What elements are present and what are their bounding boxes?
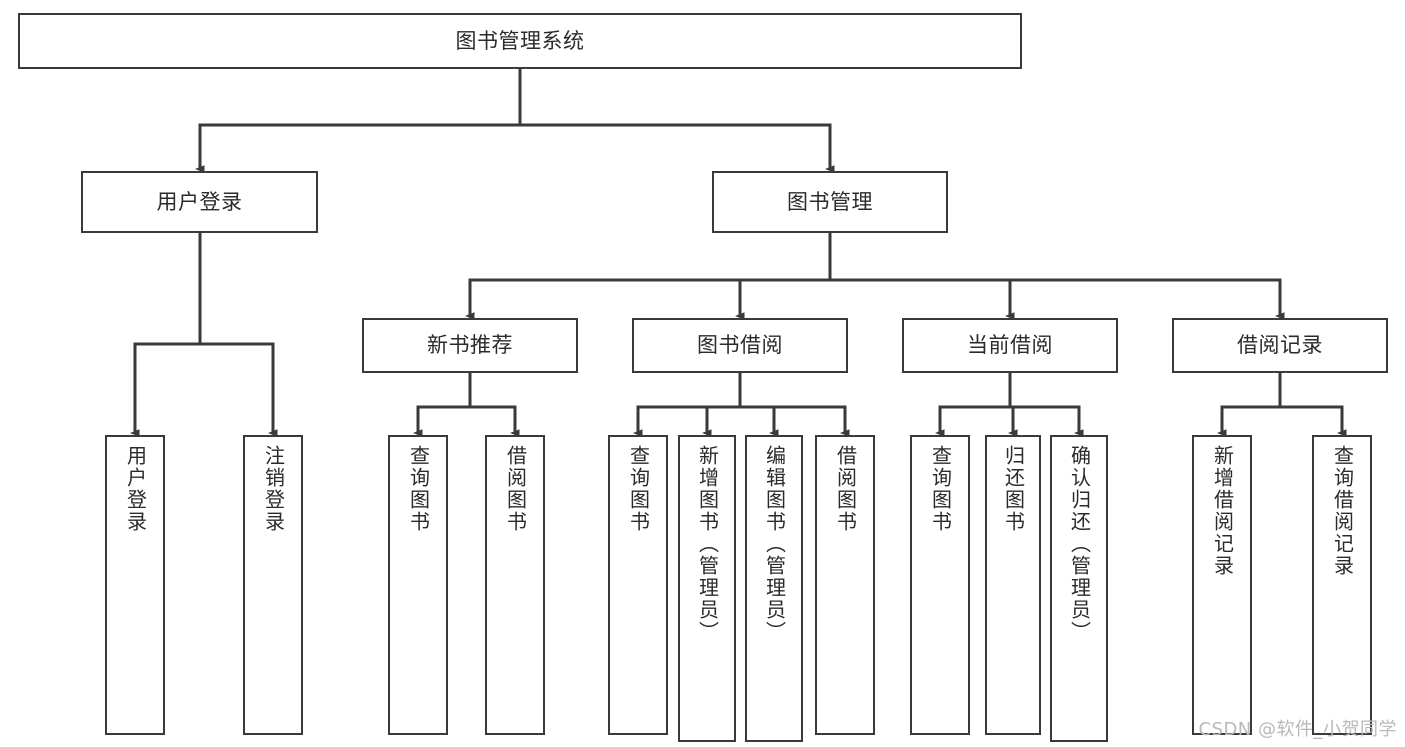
node-l-confirm-return[interactable]: 确认归还（管理员） — [1050, 435, 1108, 742]
node-label: 新增图书（管理员） — [695, 445, 720, 643]
connector-line — [195, 123, 520, 173]
connector-line — [1008, 405, 1018, 437]
node-label: 借阅记录 — [1237, 333, 1323, 358]
connector-group — [130, 69, 1347, 437]
connector-line — [702, 405, 740, 437]
node-n-new-book-rec[interactable]: 新书推荐 — [362, 318, 578, 373]
connector-line — [633, 405, 740, 437]
connector-line — [1010, 405, 1084, 437]
connector-line — [200, 342, 278, 437]
node-l-query-book-3[interactable]: 查询图书 — [910, 435, 970, 735]
node-label: 编辑图书（管理员） — [762, 445, 787, 643]
node-l-query-book-2[interactable]: 查询图书 — [608, 435, 668, 735]
connector-line — [740, 405, 850, 437]
node-n-current-borrow[interactable]: 当前借阅 — [902, 318, 1118, 373]
node-l-user-login[interactable]: 用户登录 — [105, 435, 165, 735]
node-label: 查询借阅记录 — [1330, 445, 1355, 577]
node-l-edit-book[interactable]: 编辑图书（管理员） — [745, 435, 803, 742]
node-label: 当前借阅 — [967, 333, 1053, 358]
node-l-add-book[interactable]: 新增图书（管理员） — [678, 435, 736, 742]
connector-line — [465, 278, 830, 320]
node-n-book-manage[interactable]: 图书管理 — [712, 171, 948, 233]
node-label: 借阅图书 — [503, 445, 528, 533]
node-l-query-record[interactable]: 查询借阅记录 — [1312, 435, 1372, 735]
node-l-logout[interactable]: 注销登录 — [243, 435, 303, 735]
connector-line — [470, 405, 520, 437]
node-label: 归还图书 — [1001, 445, 1026, 533]
node-label: 用户登录 — [156, 189, 243, 214]
node-label: 借阅图书 — [833, 445, 858, 533]
node-n-book-borrow[interactable]: 图书借阅 — [632, 318, 848, 373]
node-l-return-book[interactable]: 归还图书 — [985, 435, 1041, 735]
connector-line — [830, 278, 1015, 320]
node-l-add-record[interactable]: 新增借阅记录 — [1192, 435, 1252, 735]
node-label: 注销登录 — [261, 445, 286, 533]
node-l-query-book-1[interactable]: 查询图书 — [388, 435, 448, 735]
node-label: 确认归还（管理员） — [1067, 445, 1092, 643]
node-label: 图书管理 — [787, 189, 873, 214]
node-label: 新增借阅记录 — [1210, 445, 1235, 577]
connector-line — [1217, 405, 1280, 437]
node-label: 查询图书 — [626, 445, 651, 533]
node-label: 用户登录 — [123, 445, 148, 533]
node-n-borrow-record[interactable]: 借阅记录 — [1172, 318, 1388, 373]
node-n-user-login[interactable]: 用户登录 — [81, 171, 318, 233]
connector-line — [1280, 405, 1347, 437]
connector-line — [413, 405, 470, 437]
connector-line — [735, 278, 830, 320]
connector-line — [830, 278, 1285, 320]
connector-line — [130, 342, 200, 437]
node-label: 图书管理系统 — [455, 28, 585, 53]
node-root[interactable]: 图书管理系统 — [18, 13, 1022, 69]
connector-line — [740, 405, 779, 437]
node-label: 查询图书 — [406, 445, 431, 533]
node-l-borrow-book-1[interactable]: 借阅图书 — [485, 435, 545, 735]
connector-line — [935, 405, 1010, 437]
node-label: 查询图书 — [928, 445, 953, 533]
node-label: 图书借阅 — [697, 333, 783, 358]
node-l-borrow-book-2[interactable]: 借阅图书 — [815, 435, 875, 735]
node-label: 新书推荐 — [427, 333, 513, 358]
connector-line — [520, 123, 835, 173]
